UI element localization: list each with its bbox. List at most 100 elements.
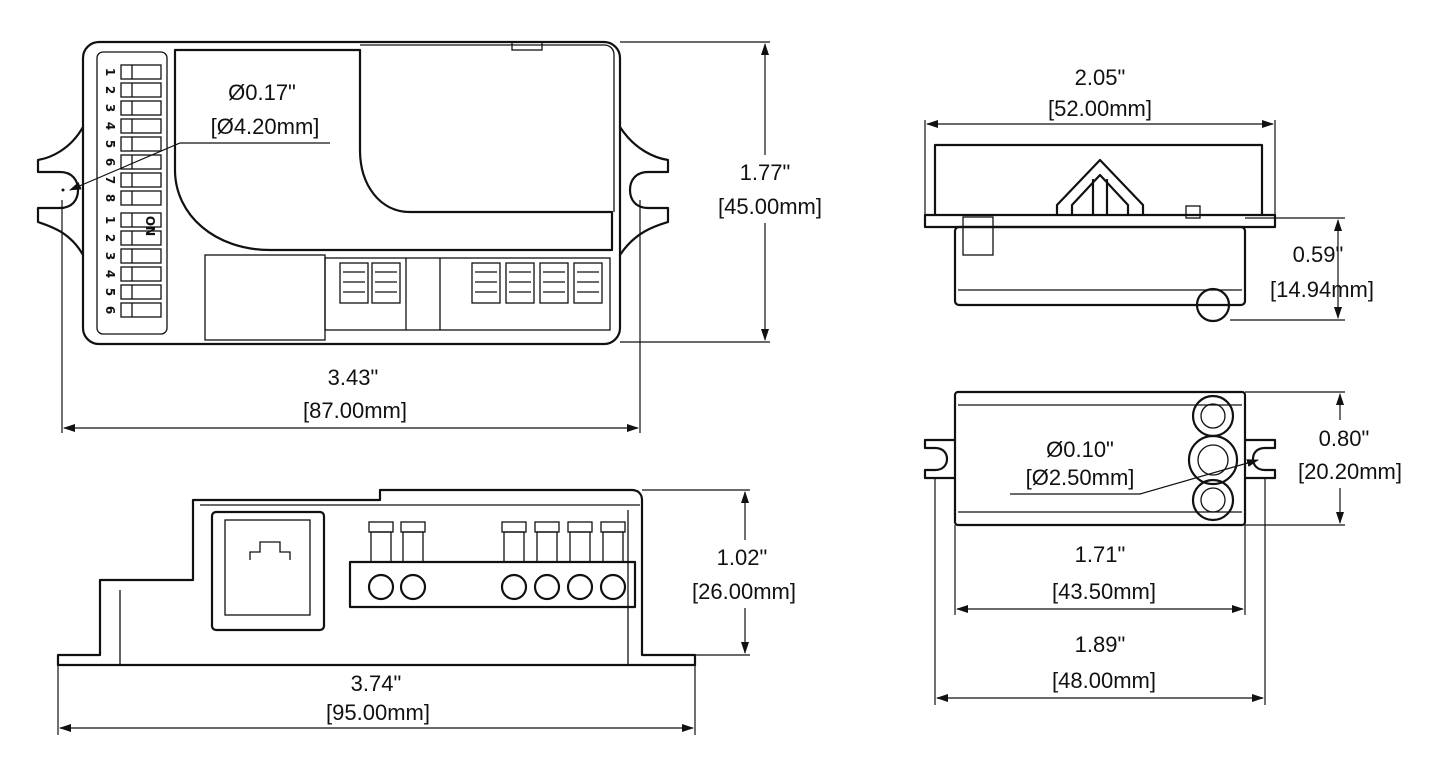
- dip2-switch: [120, 230, 162, 246]
- front-body-outline: [56, 488, 697, 667]
- side-lower-body: [953, 225, 1247, 307]
- side-sensor-lens: [1195, 287, 1231, 323]
- dip1-number-4: 4: [103, 122, 117, 130]
- bottom-left-ear: [923, 438, 957, 480]
- bottom-hole-leader: [1010, 459, 1259, 495]
- dip2-switch: [120, 302, 162, 318]
- front-height-label-bg: [675, 540, 815, 608]
- bottom-hole-inch: Ø0.10": [1046, 437, 1114, 462]
- front-terminal-screw: [533, 573, 561, 601]
- top-width-mm: [87.00mm]: [303, 398, 407, 423]
- top-jack-area: [204, 254, 326, 341]
- bottom-height-inch: 0.80": [1319, 426, 1370, 451]
- dip1-number-6: 6: [103, 158, 117, 166]
- dip2-number-5: 5: [103, 288, 117, 296]
- top-left-hole-marker: [61, 188, 65, 192]
- front-terminal-lever-top: [534, 521, 560, 533]
- front-view: 1.02" [26.00mm] 3.74" [95.00mm]: [56, 488, 815, 735]
- top-hole-inch: Ø0.17": [228, 80, 296, 105]
- dip1-number-8: 8: [103, 194, 117, 202]
- front-rj-jack: [224, 519, 311, 616]
- bottom-lens-2: [1187, 434, 1239, 486]
- dip1-number-1: 1: [103, 68, 117, 76]
- dip2-number-2: 2: [103, 234, 117, 242]
- front-terminal-lever: [536, 531, 558, 563]
- bottom-hole-mm: [Ø2.50mm]: [1026, 465, 1135, 490]
- top-hole-mm: [Ø4.20mm]: [211, 114, 320, 139]
- side-width-inch: 2.05": [1075, 65, 1126, 90]
- bottom-lens-2-inner: [1197, 444, 1229, 476]
- front-terminal-screw: [500, 573, 528, 601]
- bottom-body: [953, 390, 1247, 527]
- side-upper-body: [933, 143, 1264, 217]
- dip1-switch: [120, 154, 162, 170]
- top-right-ear: [618, 125, 670, 257]
- front-terminal-screw: [566, 573, 594, 601]
- front-terminal-lever-top: [567, 521, 593, 533]
- top-left-ear: [36, 125, 85, 257]
- dip1-switch: [120, 190, 162, 206]
- side-height-inch: 0.59": [1293, 242, 1344, 267]
- front-terminal-screw: [599, 573, 627, 601]
- dip2-switch: [120, 284, 162, 300]
- front-width-mm: [95.00mm]: [326, 700, 430, 725]
- dip1-switch: [120, 100, 162, 116]
- bottom-lens-1-inner: [1200, 403, 1226, 429]
- side-width-mm: [52.00mm]: [1048, 96, 1152, 121]
- front-terminal-lever: [569, 531, 591, 563]
- front-terminal-lever-top: [368, 521, 394, 533]
- top-terminal-area: [324, 257, 611, 331]
- dip-switch-strip: [96, 51, 168, 335]
- bottom-inner-mm: [43.50mm]: [1052, 579, 1156, 604]
- side-small-tab: [1185, 205, 1201, 219]
- top-hole-leader: [69, 142, 330, 191]
- side-left-tab: [962, 216, 994, 256]
- front-rj-jack-housing: [210, 510, 326, 632]
- front-terminal-lever: [602, 531, 624, 563]
- dip1-switch: [120, 118, 162, 134]
- front-terminal-screw: [399, 573, 427, 601]
- front-terminal-lever: [370, 531, 392, 563]
- dip2-number-1: 1: [103, 216, 117, 224]
- dip1-number-7: 7: [103, 176, 117, 184]
- dip2-switch: [120, 212, 162, 228]
- top-body-outline: [81, 40, 622, 346]
- top-terminal-clamp: [471, 262, 501, 304]
- dip1-switch: [120, 172, 162, 188]
- top-view: 1 2 3 4 5 6 7 8 ON 1 2 3 4 5 6 Ø0.17" [Ø4.20mm] 1.77"…: [36, 40, 840, 433]
- top-terminal-clamp: [573, 262, 603, 304]
- top-cover-edge: [360, 44, 615, 212]
- front-width-inch: 3.74": [351, 671, 402, 696]
- top-terminal-clamp: [505, 262, 535, 304]
- top-height-label-bg: [700, 155, 840, 223]
- dip2-number-6: 6: [103, 306, 117, 314]
- top-width-inch: 3.43": [328, 365, 379, 390]
- top-height-inch: 1.77": [740, 160, 791, 185]
- front-terminal-lever-top: [501, 521, 527, 533]
- side-height-mm: [14.94mm]: [1270, 277, 1374, 302]
- dip1-number-5: 5: [103, 140, 117, 148]
- top-terminal-clamp: [539, 262, 569, 304]
- top-terminal-clamp: [371, 262, 401, 304]
- dip1-switch: [120, 82, 162, 98]
- dip2-on-mark: ON: [143, 216, 157, 236]
- bottom-lens-1: [1191, 394, 1235, 438]
- top-cover: [173, 48, 614, 252]
- top-height-mm: [45.00mm]: [718, 194, 822, 219]
- side-view: 2.05" [52.00mm] 0.59" [14.94mm]: [923, 65, 1374, 323]
- side-clip: [1055, 158, 1145, 217]
- front-height-mm: [26.00mm]: [692, 579, 796, 604]
- front-terminal-lever-top: [600, 521, 626, 533]
- front-terminal-lever-top: [400, 521, 426, 533]
- dip1-number-2: 2: [103, 86, 117, 94]
- front-terminal-lever: [503, 531, 525, 563]
- bottom-inner-inch: 1.71": [1075, 542, 1126, 567]
- dip2-number-4: 4: [103, 270, 117, 278]
- dip1-number-3: 3: [103, 104, 117, 112]
- dip2-number-3: 3: [103, 252, 117, 260]
- bottom-height-label-bg: [1285, 420, 1421, 488]
- bottom-lens-3-inner: [1200, 487, 1226, 513]
- dip2-switch: [120, 266, 162, 282]
- bottom-right-ear: [1243, 438, 1277, 480]
